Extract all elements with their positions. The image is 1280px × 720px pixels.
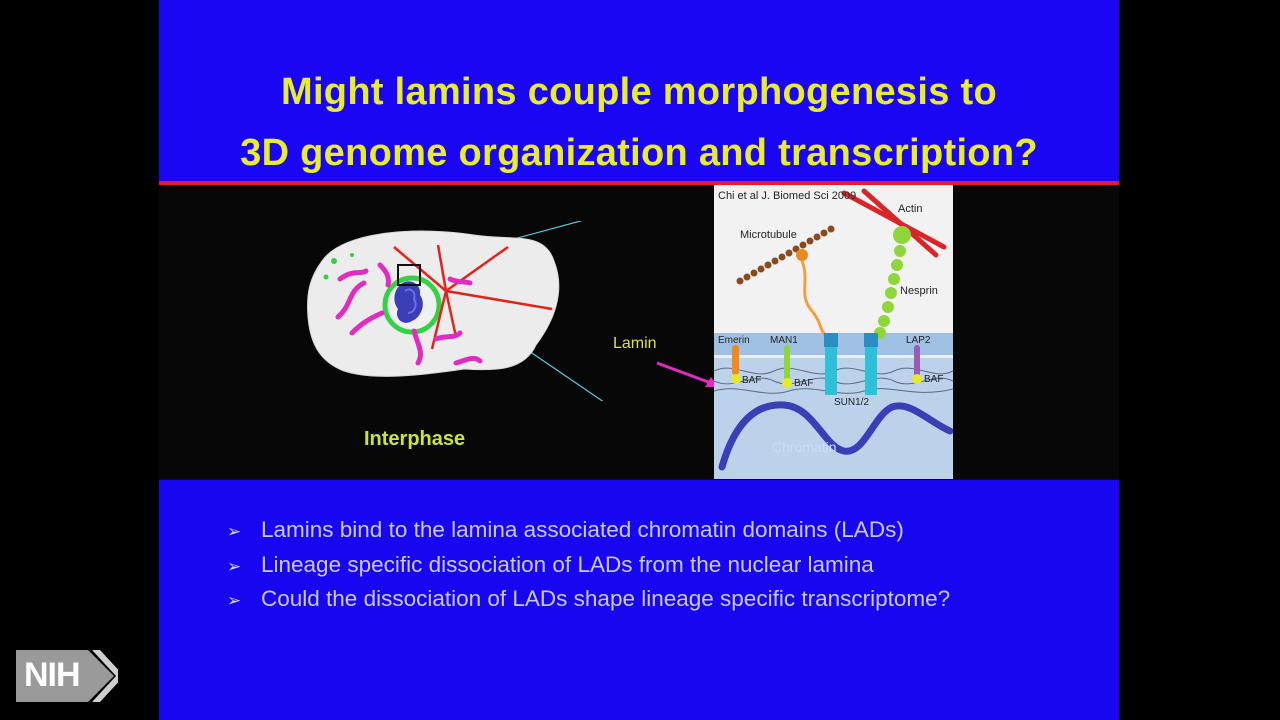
lamin-label: Lamin — [613, 335, 657, 352]
microtubule-label: Microtubule — [740, 229, 797, 241]
lamin-pointer-arrow — [656, 361, 719, 387]
chromatin-label: Chromatin — [772, 439, 837, 455]
title-divider — [159, 181, 1119, 185]
emerin-label: Emerin — [718, 335, 750, 346]
cell-caption: Interphase — [364, 428, 466, 450]
nesprin-label: Nesprin — [900, 285, 938, 297]
bullet-item: ➢ Could the dissociation of LADs shape li… — [227, 583, 950, 618]
nuclear-envelope-diagram: Chi et al J. Biomed Sci 2009 Actin Micro… — [714, 185, 953, 479]
bullet-text: Lineage specific dissociation of LADs fr… — [261, 551, 874, 577]
interphase-cell-illustration — [307, 221, 604, 401]
bullet-item: ➢ Lamins bind to the lamina associated ch… — [227, 514, 950, 549]
figure-area: Interphase Lamin — [159, 185, 1119, 479]
slide: Might lamins couple morphogenesis to 3D … — [159, 0, 1119, 720]
arrow-bullet-icon: ➢ — [227, 556, 242, 576]
lap2-label: LAP2 — [906, 335, 931, 346]
title-line-2: 3D genome organization and transcription… — [240, 132, 1038, 174]
title-line-1: Might lamins couple morphogenesis to — [281, 71, 997, 113]
arrow-bullet-icon: ➢ — [227, 522, 242, 541]
man1-label: MAN1 — [770, 335, 798, 346]
bullet-item: ➢ Lineage specific dissociation of LADs f… — [227, 549, 950, 584]
nih-logo-icon — [16, 650, 118, 702]
bullet-list: ➢ Lamins bind to the lamina associated ch… — [227, 514, 950, 618]
baf-label-2: BAF — [794, 378, 814, 389]
bullet-text: Lamins bind to the lamina associated chr… — [261, 517, 904, 542]
actin-label: Actin — [898, 203, 923, 215]
bullet-text: Could the dissociation of LADs shape lin… — [261, 586, 951, 611]
nih-logo-text: NIH — [24, 656, 81, 694]
baf-label-3: BAF — [924, 374, 944, 385]
citation-label: Chi et al J. Biomed Sci 2009 — [718, 190, 857, 202]
baf-label-1: BAF — [742, 375, 762, 386]
title-band: Might lamins couple morphogenesis to 3D … — [159, 0, 1119, 183]
slide-title: Might lamins couple morphogenesis to 3D … — [159, 62, 1119, 184]
sun-label: SUN1/2 — [834, 397, 870, 408]
arrow-bullet-icon: ➢ — [227, 591, 242, 610]
bullet-band: ➢ Lamins bind to the lamina associated ch… — [159, 480, 1119, 720]
